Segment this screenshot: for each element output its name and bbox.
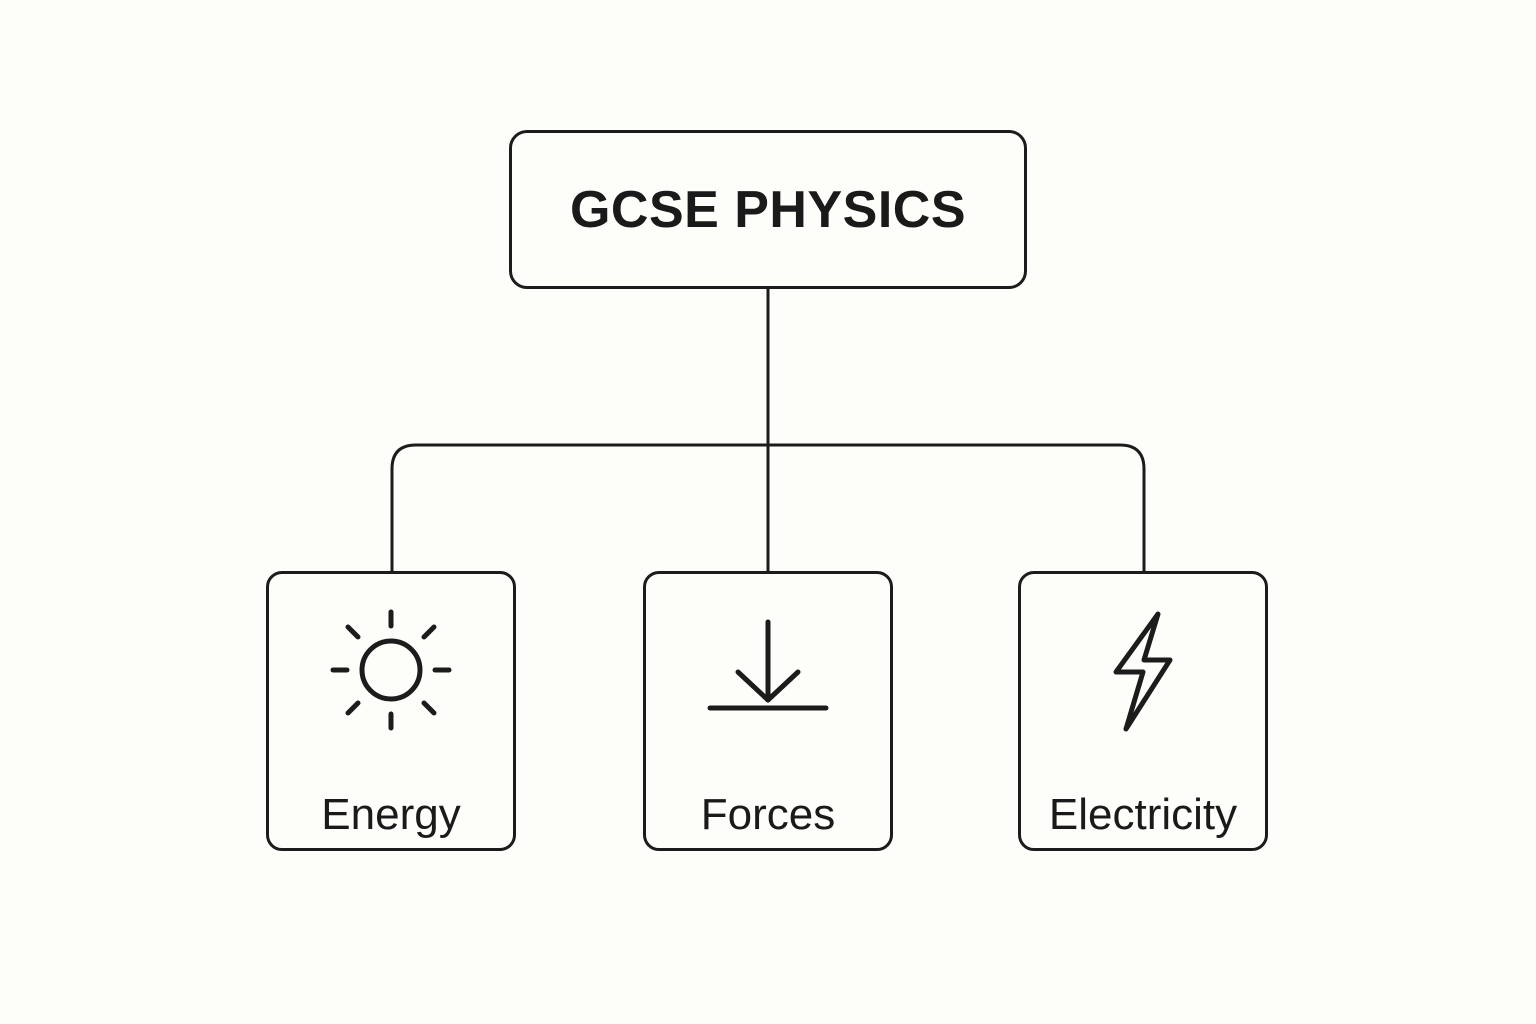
child-node-electricity: Electricity xyxy=(1018,571,1268,851)
child-label-energy: Energy xyxy=(321,790,461,839)
branch-line-left xyxy=(390,443,770,574)
branch-line-right xyxy=(766,443,1146,574)
root-title: GCSE PHYSICS xyxy=(569,180,967,239)
child-node-forces: Forces xyxy=(643,571,893,851)
lightning-bolt-icon xyxy=(1113,611,1173,732)
child-label-forces: Forces xyxy=(700,790,836,839)
child-node-energy: Energy xyxy=(266,571,516,851)
down-arrow-to-surface-icon xyxy=(707,619,829,711)
child-label-electricity: Electricity xyxy=(1048,790,1238,839)
root-node-gcse-physics: GCSE PHYSICS xyxy=(509,130,1027,289)
sun-icon xyxy=(330,609,452,731)
